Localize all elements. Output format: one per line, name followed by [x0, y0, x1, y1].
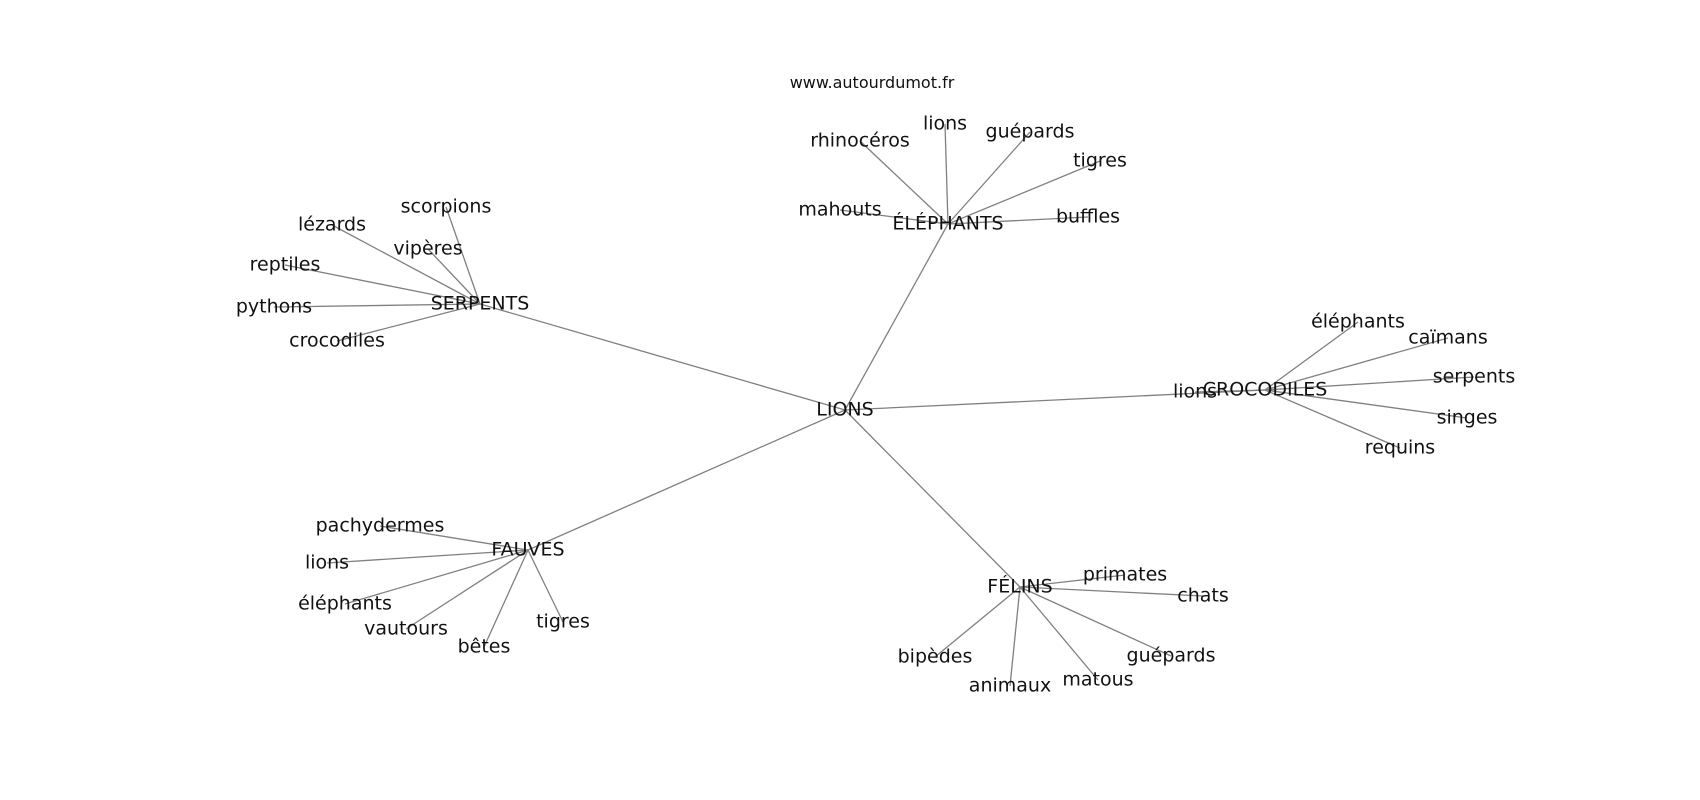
edge-fauves-tigres	[527, 549, 564, 623]
node-leaf-fauves-betes: bêtes	[458, 636, 511, 658]
node-hub-fauves: FAUVES	[491, 539, 564, 561]
edge-elephants-buffles	[947, 216, 1089, 225]
node-leaf-elephants-mahouts: mahouts	[798, 199, 881, 221]
node-leaf-elephants-buffles: buffles	[1056, 206, 1120, 228]
node-leaf-fauves-lions: lions	[305, 552, 349, 574]
edge-serpents-crocodiles	[336, 303, 481, 342]
edge-felins-animaux	[1009, 586, 1021, 687]
edge-fauves-pachydermes	[379, 525, 529, 551]
node-leaf-crocodiles-singes: singes	[1437, 407, 1498, 429]
node-leaf-fauves-pachydermes: pachydermes	[316, 515, 445, 537]
node-leaf-crocodiles-serpents: serpents	[1433, 366, 1516, 388]
node-leaf-serpents-crocodiles: crocodiles	[289, 330, 385, 352]
edge-crocodiles-caimans	[1264, 337, 1449, 391]
edge-serpents-lezards	[331, 224, 481, 305]
edge-crocodiles-serpents	[1264, 376, 1475, 391]
edge-fauves-elephants	[344, 549, 529, 605]
edge-crocodiles-lions	[1194, 389, 1266, 393]
edge-serpents-reptiles	[284, 264, 481, 305]
source-label: www.autourdumot.fr	[790, 73, 955, 92]
node-leaf-felins-matous: matous	[1062, 669, 1133, 691]
edge-elephants-guepards	[947, 131, 1031, 225]
node-leaf-elephants-tigres: tigres	[1073, 150, 1127, 172]
edge-elephants-tigres	[947, 160, 1101, 225]
edge-crocodiles-singes	[1264, 389, 1468, 419]
node-leaf-elephants-guepards: guépards	[986, 121, 1075, 143]
node-leaf-felins-primates: primates	[1083, 564, 1167, 586]
edge-felins-guepards	[1019, 586, 1172, 657]
node-leaf-serpents-pythons: pythons	[236, 296, 312, 318]
edge-elephants-mahouts	[839, 209, 949, 225]
graph-labels: LIONS ÉLÉPHANTS rhinocéros lions guépards tig…	[236, 113, 1515, 697]
edge-serpents-pythons	[273, 303, 481, 308]
node-leaf-serpents-viperes: vipères	[393, 238, 462, 260]
node-leaf-felins-chats: chats	[1177, 585, 1228, 607]
node-hub-felins: FÉLINS	[987, 575, 1052, 598]
node-leaf-crocodiles-caimans: caïmans	[1408, 327, 1487, 349]
node-hub-serpents: SERPENTS	[431, 293, 530, 315]
node-leaf-felins-bipedes: bipèdes	[898, 646, 973, 668]
edge-crocodiles-elephants	[1264, 321, 1359, 391]
edge-crocodiles-requins	[1264, 389, 1401, 449]
edge-fauves-lions	[326, 549, 529, 564]
node-center-lions: LIONS	[816, 399, 873, 421]
edge-elephants-rhinoceros	[859, 140, 949, 225]
node-leaf-crocodiles-requins: requins	[1365, 437, 1435, 459]
edge-felins-primates	[1019, 574, 1126, 588]
edge-felins-matous	[1019, 586, 1099, 681]
edge-center-serpents	[479, 303, 846, 411]
node-leaf-fauves-tigres: tigres	[536, 611, 590, 633]
node-leaf-fauves-elephants: éléphants	[298, 593, 392, 615]
edge-center-crocodiles	[844, 389, 1266, 411]
node-hub-elephants: ÉLÉPHANTS	[892, 212, 1003, 235]
edge-center-fauves	[527, 409, 846, 551]
node-leaf-crocodiles-lions: lions	[1173, 381, 1217, 403]
edge-felins-bipedes	[934, 586, 1021, 658]
node-leaf-elephants-rhinoceros: rhinocéros	[810, 130, 910, 152]
edge-fauves-vautours	[405, 549, 529, 630]
node-leaf-serpents-lezards: lézards	[298, 214, 366, 236]
node-leaf-fauves-vautours: vautours	[364, 618, 448, 640]
edge-serpents-viperes	[427, 248, 481, 305]
node-hub-crocodiles: CROCODILES	[1203, 379, 1328, 401]
edge-elephants-lions	[944, 123, 949, 225]
edge-felins-chats	[1019, 586, 1204, 597]
edge-fauves-betes	[483, 549, 529, 648]
edge-center-elephants	[844, 223, 949, 411]
edge-center-felins	[844, 409, 1021, 588]
node-leaf-felins-guepards: guépards	[1127, 645, 1216, 667]
node-leaf-serpents-scorpions: scorpions	[401, 196, 492, 218]
edge-serpents-scorpions	[445, 206, 481, 305]
graph-edges	[273, 123, 1475, 687]
node-leaf-crocodiles-elephants: éléphants	[1311, 311, 1405, 333]
node-leaf-felins-animaux: animaux	[969, 675, 1051, 697]
node-leaf-elephants-lions: lions	[923, 113, 967, 135]
node-leaf-serpents-reptiles: reptiles	[250, 254, 321, 276]
